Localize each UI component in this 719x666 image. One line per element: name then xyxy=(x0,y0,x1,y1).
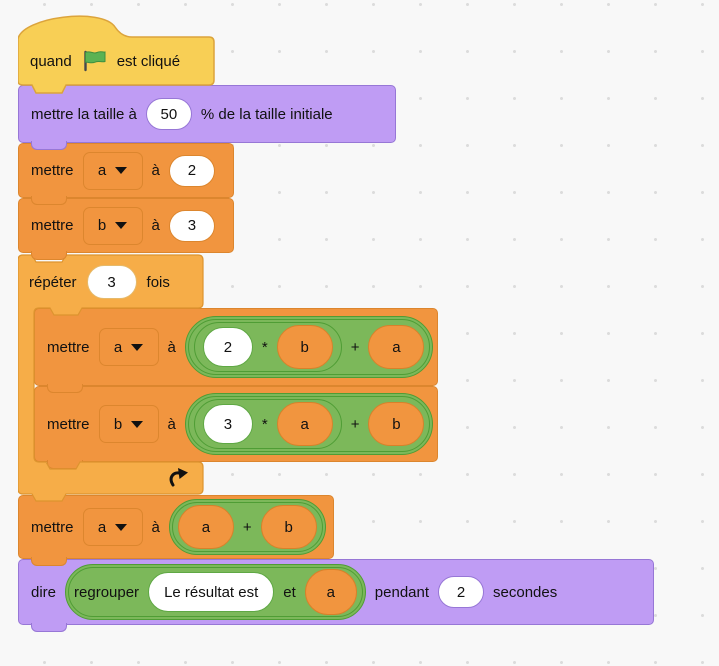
variable-name: b xyxy=(97,217,107,234)
block-tab xyxy=(31,251,67,260)
block-set-a-expression[interactable]: mettre a à 2 * b + a xyxy=(34,308,438,393)
to-label: à xyxy=(151,162,160,179)
multiply-symbol: * xyxy=(261,338,268,356)
chevron-down-icon xyxy=(115,222,128,229)
plus-symbol: + xyxy=(242,518,252,536)
pendant-label: pendant xyxy=(374,583,430,601)
repeat-block-shape xyxy=(17,254,204,502)
say-label: dire xyxy=(31,583,57,601)
size-value-input[interactable]: 50 xyxy=(145,98,192,130)
hat-block-shape xyxy=(17,15,215,94)
to-label: à xyxy=(151,217,160,234)
plus-symbol: + xyxy=(350,415,360,433)
variable-name: a xyxy=(97,162,107,179)
operator-multiply-block[interactable]: 3 * a xyxy=(193,399,342,449)
operator-add-block[interactable]: a + b xyxy=(168,499,326,555)
set-label: mettre xyxy=(31,518,74,536)
when-label: quand xyxy=(30,52,72,70)
chevron-down-icon xyxy=(115,167,128,174)
block-tab xyxy=(31,141,67,150)
set-label: mettre xyxy=(31,217,74,234)
times-label: fois xyxy=(146,273,170,291)
block-tab xyxy=(31,196,67,205)
block-set-variable-b[interactable]: mettre b à 3 xyxy=(18,198,234,260)
multiply-symbol: * xyxy=(261,415,268,433)
variable-dropdown-a[interactable]: a xyxy=(98,328,159,366)
seconds-input[interactable]: 2 xyxy=(438,576,485,608)
block-set-a-sum[interactable]: mettre a à a + b xyxy=(18,495,334,566)
chevron-down-icon xyxy=(115,523,128,531)
variable-a-reporter[interactable]: a xyxy=(368,325,425,369)
secondes-label: secondes xyxy=(493,583,558,601)
block-tab xyxy=(31,557,67,566)
set-size-label-before: mettre la taille à xyxy=(31,105,137,123)
set-label: mettre xyxy=(47,415,90,433)
variable-b-reporter[interactable]: b xyxy=(260,505,317,549)
variable-dropdown-a[interactable]: a xyxy=(82,151,143,190)
operand-input[interactable]: 2 xyxy=(202,327,253,367)
to-label: à xyxy=(167,338,176,356)
block-set-variable-a[interactable]: mettre a à 2 xyxy=(18,143,234,205)
chevron-down-icon xyxy=(131,420,144,428)
operator-join-block[interactable]: regrouper Le résultat est et a xyxy=(65,564,366,620)
join-label: regrouper xyxy=(74,583,140,601)
plus-symbol: + xyxy=(350,338,360,356)
repeat-block-header: répéter 3 fois xyxy=(29,256,170,308)
variable-name: a xyxy=(113,338,123,356)
variable-dropdown-b[interactable]: b xyxy=(98,405,159,443)
set-label: mettre xyxy=(47,338,90,356)
variable-a-reporter[interactable]: a xyxy=(276,402,333,446)
set-label: mettre xyxy=(31,162,74,179)
operator-add-block[interactable]: 2 * b + a xyxy=(184,316,434,378)
clicked-label: est cliqué xyxy=(116,52,181,70)
block-repeat[interactable]: répéter 3 fois xyxy=(17,253,204,505)
block-tab xyxy=(47,384,83,393)
block-when-flag-clicked[interactable]: quand est cliqué xyxy=(17,13,218,109)
variable-b-reporter[interactable]: b xyxy=(368,402,425,446)
repeat-label: répéter xyxy=(29,273,77,291)
set-size-label-after: % de la taille initiale xyxy=(200,105,333,123)
loop-arrow-icon xyxy=(169,468,188,487)
variable-name: a xyxy=(97,518,107,536)
block-say-for-seconds[interactable]: dire regrouper Le résultat est et a pend… xyxy=(18,559,654,632)
join-text-input[interactable]: Le résultat est xyxy=(148,572,275,612)
green-flag-icon xyxy=(84,50,106,72)
operand-input[interactable]: 3 xyxy=(202,404,253,444)
variable-name: b xyxy=(113,415,123,433)
operator-multiply-block[interactable]: 2 * b xyxy=(193,322,342,372)
block-set-b-expression[interactable]: mettre b à 3 * a + b xyxy=(34,386,438,469)
chevron-down-icon xyxy=(131,343,144,351)
operator-add-block[interactable]: 3 * a + b xyxy=(184,393,434,455)
value-input[interactable]: 2 xyxy=(168,154,215,187)
variable-a-reporter[interactable]: a xyxy=(177,505,234,549)
to-label: à xyxy=(167,415,176,433)
repeat-times-input[interactable]: 3 xyxy=(86,265,137,299)
hat-block-content: quand est cliqué xyxy=(30,37,180,85)
variable-dropdown-b[interactable]: b xyxy=(82,206,143,245)
to-label: à xyxy=(151,518,160,536)
variable-a-reporter[interactable]: a xyxy=(304,569,357,615)
join-et-label: et xyxy=(283,583,296,601)
value-input[interactable]: 3 xyxy=(168,209,215,242)
block-tab xyxy=(31,623,67,632)
variable-dropdown-a[interactable]: a xyxy=(82,508,143,546)
variable-b-reporter[interactable]: b xyxy=(276,325,333,369)
